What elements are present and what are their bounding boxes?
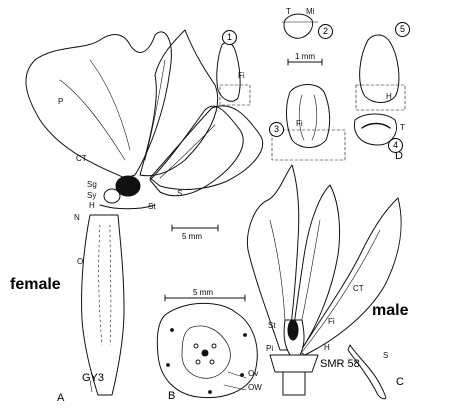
annotation-microsporangium: Mi <box>306 8 314 16</box>
annotation-style: Sy <box>87 192 96 200</box>
female-petal-upper <box>140 30 218 176</box>
annotation-theca: T <box>286 8 291 16</box>
panel-label-b: B <box>168 390 175 402</box>
annotation-theca-d4: T <box>400 124 405 132</box>
annotation-hypanthium-c: H <box>324 344 330 352</box>
female-petal-extra <box>150 106 263 190</box>
annotation-filament-d3: Fi <box>296 120 303 128</box>
annotation-sepal-c: S <box>383 352 388 360</box>
female-label: female <box>10 276 61 294</box>
scale-label-d: 1 mm <box>295 52 315 61</box>
annotation-petal: P <box>58 98 63 106</box>
annotation-filament-d1: Fi <box>238 72 245 80</box>
circled-number: 4 <box>388 138 403 153</box>
annotation-hypanthium-d5: H <box>386 93 392 101</box>
circled-number: 5 <box>395 22 410 37</box>
male-petal-right <box>300 198 401 355</box>
panel-label-a: A <box>57 392 64 404</box>
annotation-ovary-wall: OW <box>248 384 262 392</box>
stamen-detail-3 <box>286 85 329 148</box>
female-petal-left <box>26 32 171 178</box>
circled-number: 2 <box>318 24 333 39</box>
annotation-hypanthium-a: H <box>89 202 95 210</box>
annotation-nectary: N <box>74 214 80 222</box>
annotation-sepal-a: S <box>177 190 182 198</box>
annotation-calyx-tube: CT <box>76 155 87 163</box>
annotation-staminode: St <box>148 203 156 211</box>
stamen-detail-5 <box>360 35 399 103</box>
stamen-detail-2 <box>284 14 313 38</box>
annotation-stigma: Sg <box>87 181 97 189</box>
specimen-code-a: GY3 <box>82 372 104 384</box>
annotation-ovule: Ov <box>248 370 258 378</box>
specimen-code-c: SMR 58 <box>320 358 360 370</box>
female-ovary <box>82 215 124 395</box>
panel-label-c: C <box>396 376 404 388</box>
annotation-filament-c: Fi <box>328 318 335 326</box>
scale-label-a: 5 mm <box>182 232 202 241</box>
circled-number: 1 <box>222 30 237 45</box>
female-petal-right <box>150 106 243 196</box>
annotation-calyx-tube-c: CT <box>353 285 364 293</box>
circled-number: 3 <box>269 122 284 137</box>
annotation-ovary: O <box>77 258 83 266</box>
annotation-stamen-c: St <box>268 322 276 330</box>
male-label: male <box>372 302 408 320</box>
scale-label-b: 5 mm <box>193 288 213 297</box>
annotation-pistillode: Pi <box>266 345 273 353</box>
